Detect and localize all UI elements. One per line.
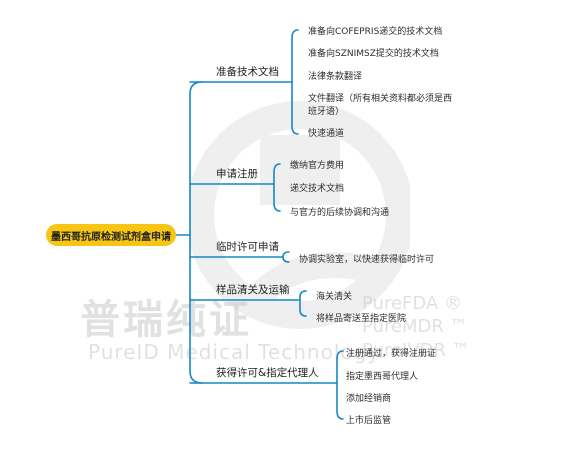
watermark-puremdr: PureMDR ™ xyxy=(362,316,468,337)
watermark-brand-cn: 普瑞纯证 xyxy=(80,297,252,343)
leaf-customs-clearance: 海关清关 xyxy=(316,292,353,302)
leaf-appoint-agent: 指定墨西哥代理人 xyxy=(346,372,419,382)
watermark-pureivdr: PureIVDR ™ xyxy=(362,340,470,361)
connector-bracket-1 xyxy=(291,29,299,135)
connector-main-bracket xyxy=(189,81,203,384)
category-license-agent: 获得许可&指定代理人 xyxy=(216,367,319,379)
category-register: 申请注册 xyxy=(216,168,258,180)
leaf-official-fees: 缴纳官方费用 xyxy=(290,161,345,171)
connector-bracket-3 xyxy=(282,251,290,263)
leaf-official-coordination: 与官方的后续协调和沟通 xyxy=(290,208,390,218)
leaf-registration-certificate: 注册通过，获得注册证 xyxy=(346,349,437,359)
leaf-add-distributor: 添加经销商 xyxy=(346,394,392,404)
watermark-brand-en: PureID Medical Technology xyxy=(88,340,381,364)
leaf-legal-translation: 法律条款翻译 xyxy=(308,72,363,82)
connector-bracket-5 xyxy=(336,350,344,420)
connector-bracket-4 xyxy=(299,290,307,317)
connector-bracket-2 xyxy=(273,163,281,212)
category-temporary-permit: 临时许可申请 xyxy=(216,241,279,253)
leaf-cofepris-docs: 准备向COFEPRIS递交的技术文档 xyxy=(308,27,443,37)
leaf-post-market-surveillance: 上市后监管 xyxy=(346,416,392,426)
leaf-sznimsz-docs: 准备向SZNIMSZ提交的技术文档 xyxy=(308,49,439,59)
root-node: 墨西哥抗原检测试剂盒申请 xyxy=(46,224,176,246)
watermark-purefda: PureFDA ® xyxy=(362,293,462,314)
leaf-document-translation-line2: 班牙语） xyxy=(308,107,345,117)
category-prepare-docs: 准备技术文档 xyxy=(216,66,279,78)
leaf-submit-docs: 递交技术文档 xyxy=(290,184,345,194)
leaf-document-translation-line1: 文件翻译（所有相关资料都必须是西 xyxy=(308,94,453,104)
watermark-logo-icon xyxy=(190,101,410,329)
category-sample-customs: 样品清关及运输 xyxy=(216,284,290,296)
leaf-fast-track: 快速通道 xyxy=(308,129,345,139)
leaf-ship-samples: 将样品寄送至指定医院 xyxy=(316,314,407,324)
leaf-lab-coordination: 协调实验室，以快速获得临时许可 xyxy=(299,255,435,265)
